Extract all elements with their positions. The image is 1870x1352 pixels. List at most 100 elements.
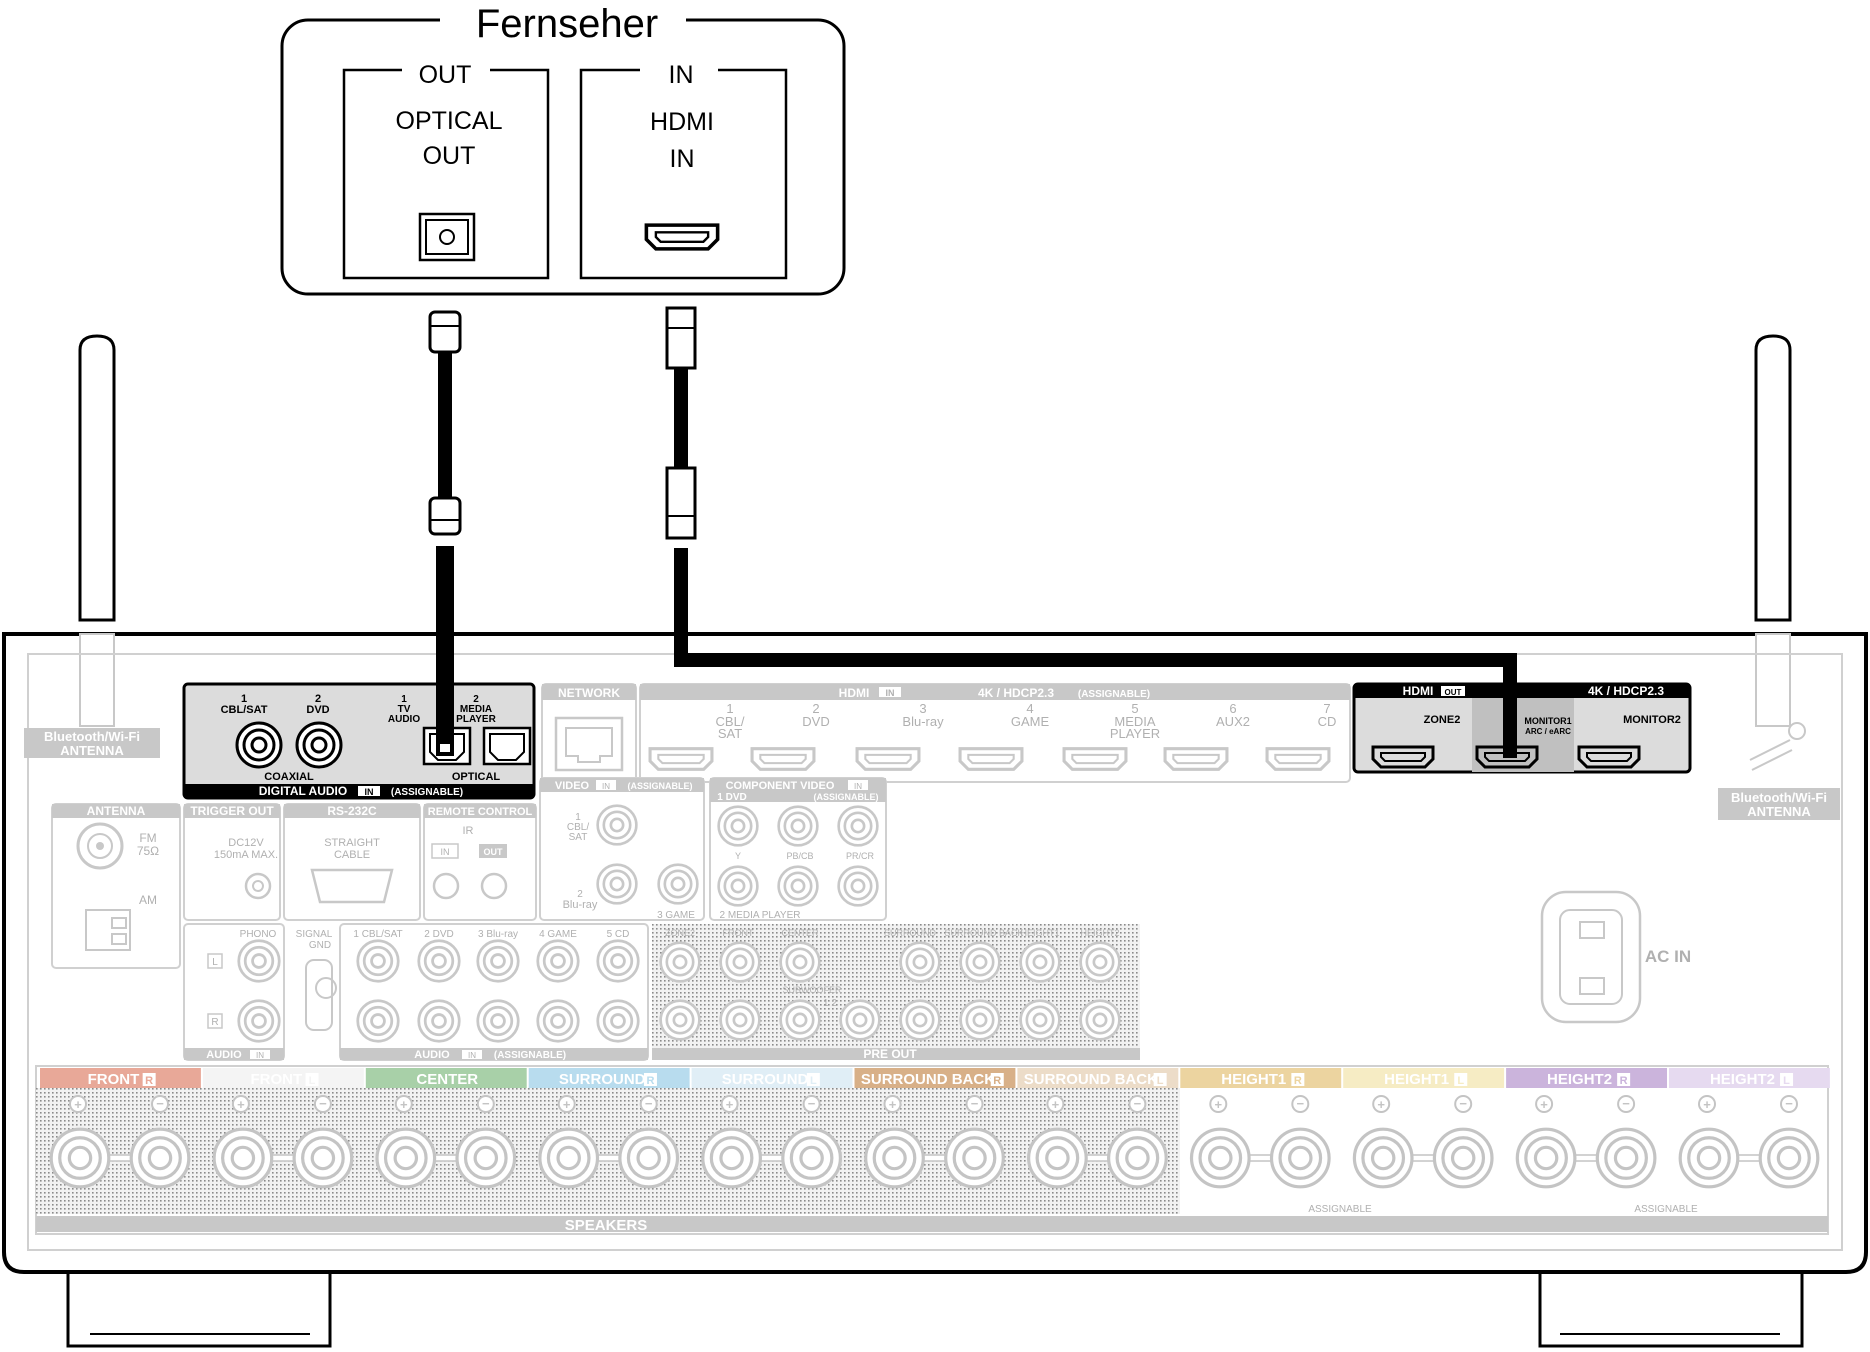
speaker-label: FRONT — [88, 1071, 140, 1088]
coax-1-jack[interactable] — [235, 721, 283, 769]
analog-input-4[interactable]: 4 GAME — [536, 929, 580, 1043]
svg-text:Blu-ray: Blu-ray — [563, 899, 598, 911]
speaker-post-plus[interactable] — [701, 1127, 762, 1189]
svg-text:Bluetooth/Wi-Fi: Bluetooth/Wi-Fi — [44, 729, 140, 744]
svg-text:PHONO: PHONO — [240, 929, 277, 940]
svg-text:IN: IN — [886, 688, 895, 698]
svg-text:−: − — [1622, 1096, 1630, 1111]
speaker-post-plus[interactable] — [1352, 1127, 1414, 1189]
speaker-post-plus[interactable] — [538, 1127, 600, 1189]
hdmi-out-panel: HDMI OUT 4K / HDCP2.3 ZONE2 MONITOR1 ARC… — [1352, 682, 1692, 774]
speaker-post-minus[interactable] — [292, 1127, 354, 1189]
svg-text:IR: IR — [463, 825, 474, 837]
tv-out-label: OUT — [419, 61, 472, 89]
speaker-post-plus[interactable] — [375, 1127, 437, 1189]
zone2-label: ZONE2 — [1424, 714, 1461, 726]
analog-jack-l — [596, 939, 640, 983]
optical-cable — [428, 310, 462, 756]
speaker-post-minus[interactable] — [455, 1127, 517, 1189]
hdmi-in-label: CD — [1318, 714, 1337, 729]
svg-text:MEDIA: MEDIA — [460, 704, 492, 715]
coax-2-label: DVD — [306, 704, 329, 716]
subwoofer-jacks[interactable] — [839, 999, 881, 1041]
svg-text:IN: IN — [256, 1051, 264, 1060]
analog-input-5[interactable]: 5 CD — [596, 929, 640, 1043]
svg-text:ASSIGNABLE: ASSIGNABLE — [1308, 1204, 1372, 1215]
speaker-post-plus[interactable] — [1189, 1127, 1251, 1189]
speaker-post-plus[interactable] — [49, 1127, 111, 1189]
preout-label: ZONE2 — [665, 928, 695, 938]
analog-input-label: 3 Blu-ray — [478, 929, 518, 940]
speaker-post-minus[interactable] — [618, 1127, 680, 1189]
coax-2-jack[interactable] — [295, 721, 343, 769]
speaker-post-plus[interactable] — [212, 1127, 274, 1189]
svg-text:+: + — [237, 1097, 245, 1112]
analog-input-1[interactable]: 1 CBL/SAT — [353, 929, 403, 1043]
optical-2-port[interactable] — [482, 726, 532, 766]
speaker-post-minus[interactable] — [1758, 1127, 1820, 1189]
speaker-terminal-2: FRONT L+− — [202, 1068, 364, 1189]
tv-optical-port[interactable] — [418, 212, 476, 262]
svg-text:1: 1 — [575, 812, 581, 823]
hdmi-cable — [665, 306, 1517, 758]
tv-hdmi-label-1: HDMI — [650, 108, 714, 136]
analog-jack-l — [356, 939, 400, 983]
speaker-label: CENTER — [416, 1071, 478, 1088]
ethernet-port[interactable] — [554, 716, 624, 772]
svg-text:ARC / eARC: ARC / eARC — [1525, 727, 1571, 736]
preout-label: HEIGHT2 — [1080, 928, 1119, 938]
speaker-post-plus[interactable] — [1026, 1127, 1088, 1189]
speaker-post-minus[interactable] — [944, 1127, 1005, 1189]
svg-text:(ASSIGNABLE): (ASSIGNABLE) — [494, 1050, 566, 1061]
speaker-post-minus[interactable] — [781, 1127, 842, 1189]
hdmi-in-7[interactable]: 7CD — [1265, 701, 1337, 771]
speaker-post-minus[interactable] — [1106, 1127, 1168, 1189]
preout-label: HEIGHT1 — [1020, 928, 1059, 938]
speaker-side: R — [1620, 1075, 1628, 1087]
speaker-terminal-4: SURROUND R+− — [528, 1068, 690, 1189]
hdmi-in-label: AUX2 — [1216, 714, 1250, 729]
analog-jack-r — [596, 999, 640, 1043]
hdmi-in-panel: HDMI IN 4K / HDCP2.3 (ASSIGNABLE) 1CBL/S… — [639, 683, 1351, 783]
speaker-post-minus[interactable] — [1595, 1127, 1657, 1189]
signal-gnd: SIGNAL GND — [296, 929, 337, 1031]
svg-text:+: + — [563, 1097, 571, 1112]
speaker-post-minus[interactable] — [1432, 1127, 1494, 1189]
speaker-post-plus[interactable] — [864, 1127, 925, 1189]
speaker-label: HEIGHT2 — [1710, 1071, 1775, 1088]
hdmi-in-number: 6 — [1229, 701, 1236, 716]
hdmi-in-number: 7 — [1323, 701, 1330, 716]
analog-input-2[interactable]: 2 DVD — [417, 929, 461, 1043]
svg-text:HDMI: HDMI — [839, 686, 870, 700]
analog-input-3[interactable]: 3 Blu-ray — [476, 929, 520, 1043]
svg-text:IN: IN — [602, 782, 610, 791]
hdmi-in-label: GAME — [1011, 714, 1050, 729]
speaker-post-minus[interactable] — [129, 1127, 191, 1189]
monitor1-label: MONITOR1 — [1524, 716, 1571, 726]
analog-jack-l — [476, 939, 520, 983]
svg-text:−: − — [156, 1096, 164, 1111]
svg-text:SAT: SAT — [569, 832, 588, 843]
speaker-post-minus[interactable] — [1269, 1127, 1331, 1189]
svg-text:+: + — [1540, 1097, 1548, 1112]
svg-text:SIGNAL: SIGNAL — [296, 929, 333, 940]
preout-label: SURROUND BACK — [944, 928, 1023, 938]
ac-in: AC IN — [1540, 890, 1691, 1024]
hdmi-in-number: 2 — [812, 701, 819, 716]
svg-text:AUDIO: AUDIO — [206, 1049, 242, 1061]
speaker-post-plus[interactable] — [1678, 1127, 1740, 1189]
svg-text:AC IN: AC IN — [1645, 947, 1691, 966]
speaker-side: R — [1294, 1075, 1302, 1087]
analog-jack-r — [356, 999, 400, 1043]
hdmi-in-label-2: PLAYER — [1110, 726, 1160, 741]
svg-text:1: 1 — [401, 694, 407, 705]
svg-text:+: + — [400, 1097, 408, 1112]
speaker-post-plus[interactable] — [1515, 1127, 1577, 1189]
